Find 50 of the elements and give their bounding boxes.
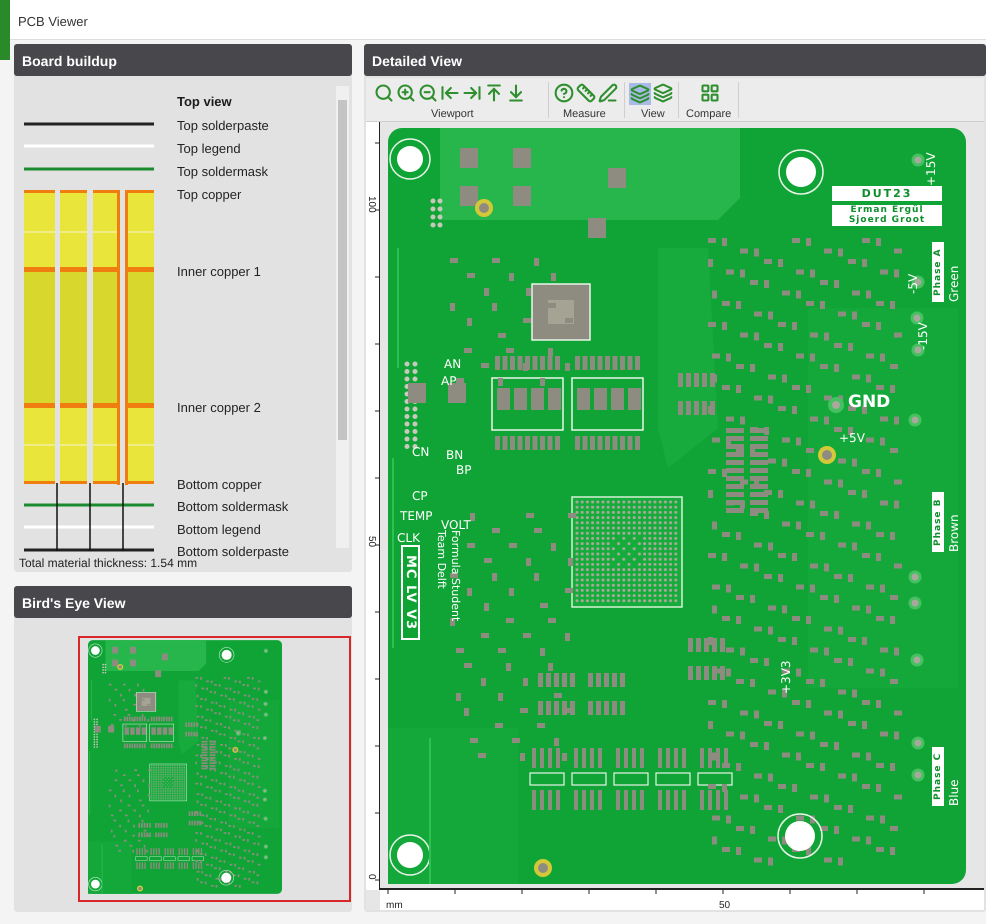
toolbar-group-label: Compare: [686, 107, 732, 122]
toolbar-group-label: Measure: [563, 107, 606, 122]
silkscreen-text: +3V3: [779, 660, 793, 694]
silkscreen-plate-text: DUT23: [832, 186, 942, 201]
ruler-label: 100: [365, 196, 378, 213]
layer-name: Top legend: [177, 140, 241, 158]
silkscreen-plate-text: Phase C: [932, 746, 944, 806]
silkscreen-text: -5V: [906, 274, 920, 294]
panel-title: Detailed View: [364, 44, 986, 76]
silkscreen-text: AN: [444, 357, 462, 371]
panel-title: Bird's Eye View: [14, 586, 352, 618]
silkscreen-text: Formula Student: [449, 530, 462, 622]
layer-name: Bottom legend: [177, 521, 261, 539]
ruler-label: mm: [386, 899, 403, 913]
silkscreen-text: BP: [456, 463, 472, 477]
silkscreen-text: Brown: [947, 514, 961, 552]
window-title-bar: PCB Viewer: [10, 0, 986, 40]
silkscreen-text: GND: [848, 391, 890, 414]
silkscreen-text: AP: [441, 374, 456, 388]
silkscreen-text: CLK: [397, 531, 420, 545]
view-heading: Top view: [177, 93, 232, 111]
layer-name: Top solderpaste: [177, 117, 269, 135]
silkscreen-text: TEMP: [400, 509, 433, 523]
panel-title: Board buildup: [14, 44, 352, 76]
silkscreen-text: +15V: [924, 152, 938, 186]
toolbar-group-label: Viewport: [431, 107, 474, 122]
toolbar-group-label: View: [641, 107, 665, 122]
ruler-label: 50: [719, 899, 730, 913]
silkscreen-plate-text: Sjoerd Groot: [832, 215, 942, 226]
silkscreen-plate-text: MC LV V3: [401, 545, 420, 640]
silkscreen-plate-text: Phase B: [932, 492, 944, 552]
silkscreen-text: Green: [947, 266, 961, 302]
silkscreen-plate-text: Erman Ergül: [832, 205, 942, 215]
silkscreen-text: CN: [412, 445, 430, 459]
silkscreen-text: BN: [446, 448, 464, 462]
silkscreen-text: +5V: [839, 431, 865, 445]
layer-name: Inner copper 1: [177, 263, 261, 281]
layer-name: Bottom copper: [177, 476, 262, 494]
ruler-label: 50: [365, 536, 378, 548]
silkscreen-text: Blue: [947, 779, 961, 806]
silkscreen-text: -15V: [916, 322, 930, 350]
silkscreen-text: VOLT: [441, 518, 471, 532]
layer-name: Bottom soldermask: [177, 498, 288, 516]
silkscreen-text: CP: [412, 489, 428, 503]
layer-name: Top soldermask: [177, 163, 268, 181]
layer-name: Inner copper 2: [177, 399, 261, 417]
ruler-label: 0: [365, 874, 378, 880]
layer-name: Top copper: [177, 186, 242, 204]
silkscreen-text: Team Delft: [435, 530, 448, 589]
silkscreen-plate-text: Phase A: [932, 242, 944, 302]
